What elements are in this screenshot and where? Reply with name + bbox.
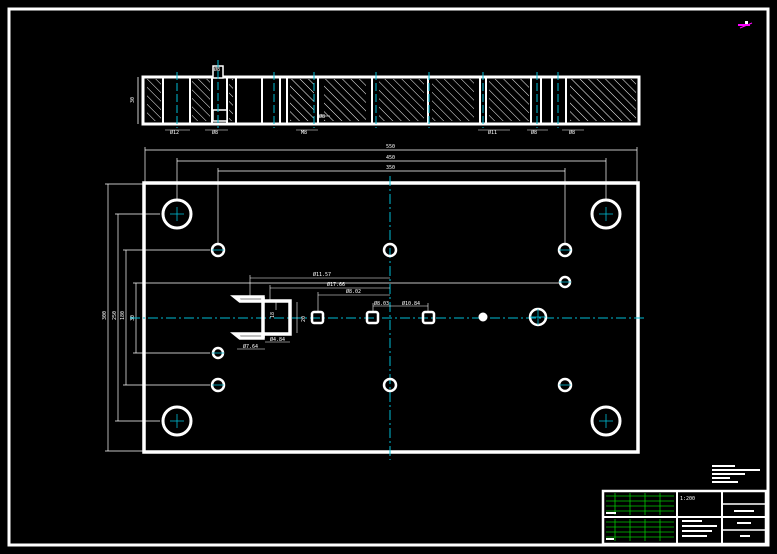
section-dim-2: Ø8 — [212, 129, 218, 136]
corner-holes — [161, 198, 622, 437]
drawing-border — [7, 7, 770, 547]
fork-slot — [230, 295, 292, 340]
title-block: 1:200 — [601, 465, 768, 546]
section-dim-6: Ø8 — [531, 129, 537, 136]
logo-mark-icon — [738, 21, 753, 29]
height-dim-bolt: 250 — [112, 311, 118, 320]
section-top-dim: Ø8 — [214, 66, 220, 73]
slot-dim-2: 20 — [301, 316, 307, 322]
section-dim-4: Ø8 — [319, 113, 325, 120]
section-view: 30 Ø8 Ø12 Ø8 M8 Ø8 Ø11 Ø8 Ø8 — [130, 60, 641, 136]
width-dim-inner: 350 — [386, 165, 395, 171]
hole-dim-3: Ø8.02 — [346, 288, 361, 295]
plan-view: 550 450 350 300 250 180 30 — [102, 144, 645, 460]
width-dim-bolt: 450 — [386, 155, 395, 161]
section-dim-5: Ø11 — [488, 129, 497, 136]
section-dim-1: Ø12 — [170, 129, 179, 136]
section-dim-7: Ø8 — [569, 129, 575, 136]
width-dim-overall: 550 — [386, 144, 395, 150]
hole-dim-2: Ø17.66 — [327, 281, 345, 288]
slot-dim-1: 18 — [270, 312, 276, 318]
hole-dim-1: Ø11.57 — [313, 271, 331, 278]
height-dim-overall: 300 — [102, 311, 108, 320]
hole-dim-5: Ø10.84 — [402, 300, 420, 307]
scale-label: 1:200 — [680, 496, 695, 502]
row-holes — [310, 310, 488, 325]
slot-bottom-dim-2: Ø4.84 — [270, 336, 285, 343]
section-height-dim: 30 — [130, 97, 136, 103]
section-dim-3: M8 — [301, 130, 307, 136]
slot-bottom-dim-1: Ø7.64 — [243, 343, 258, 350]
hole-dim-4: Ø8.03 — [374, 300, 389, 307]
height-dim-inner: 180 — [120, 311, 126, 320]
